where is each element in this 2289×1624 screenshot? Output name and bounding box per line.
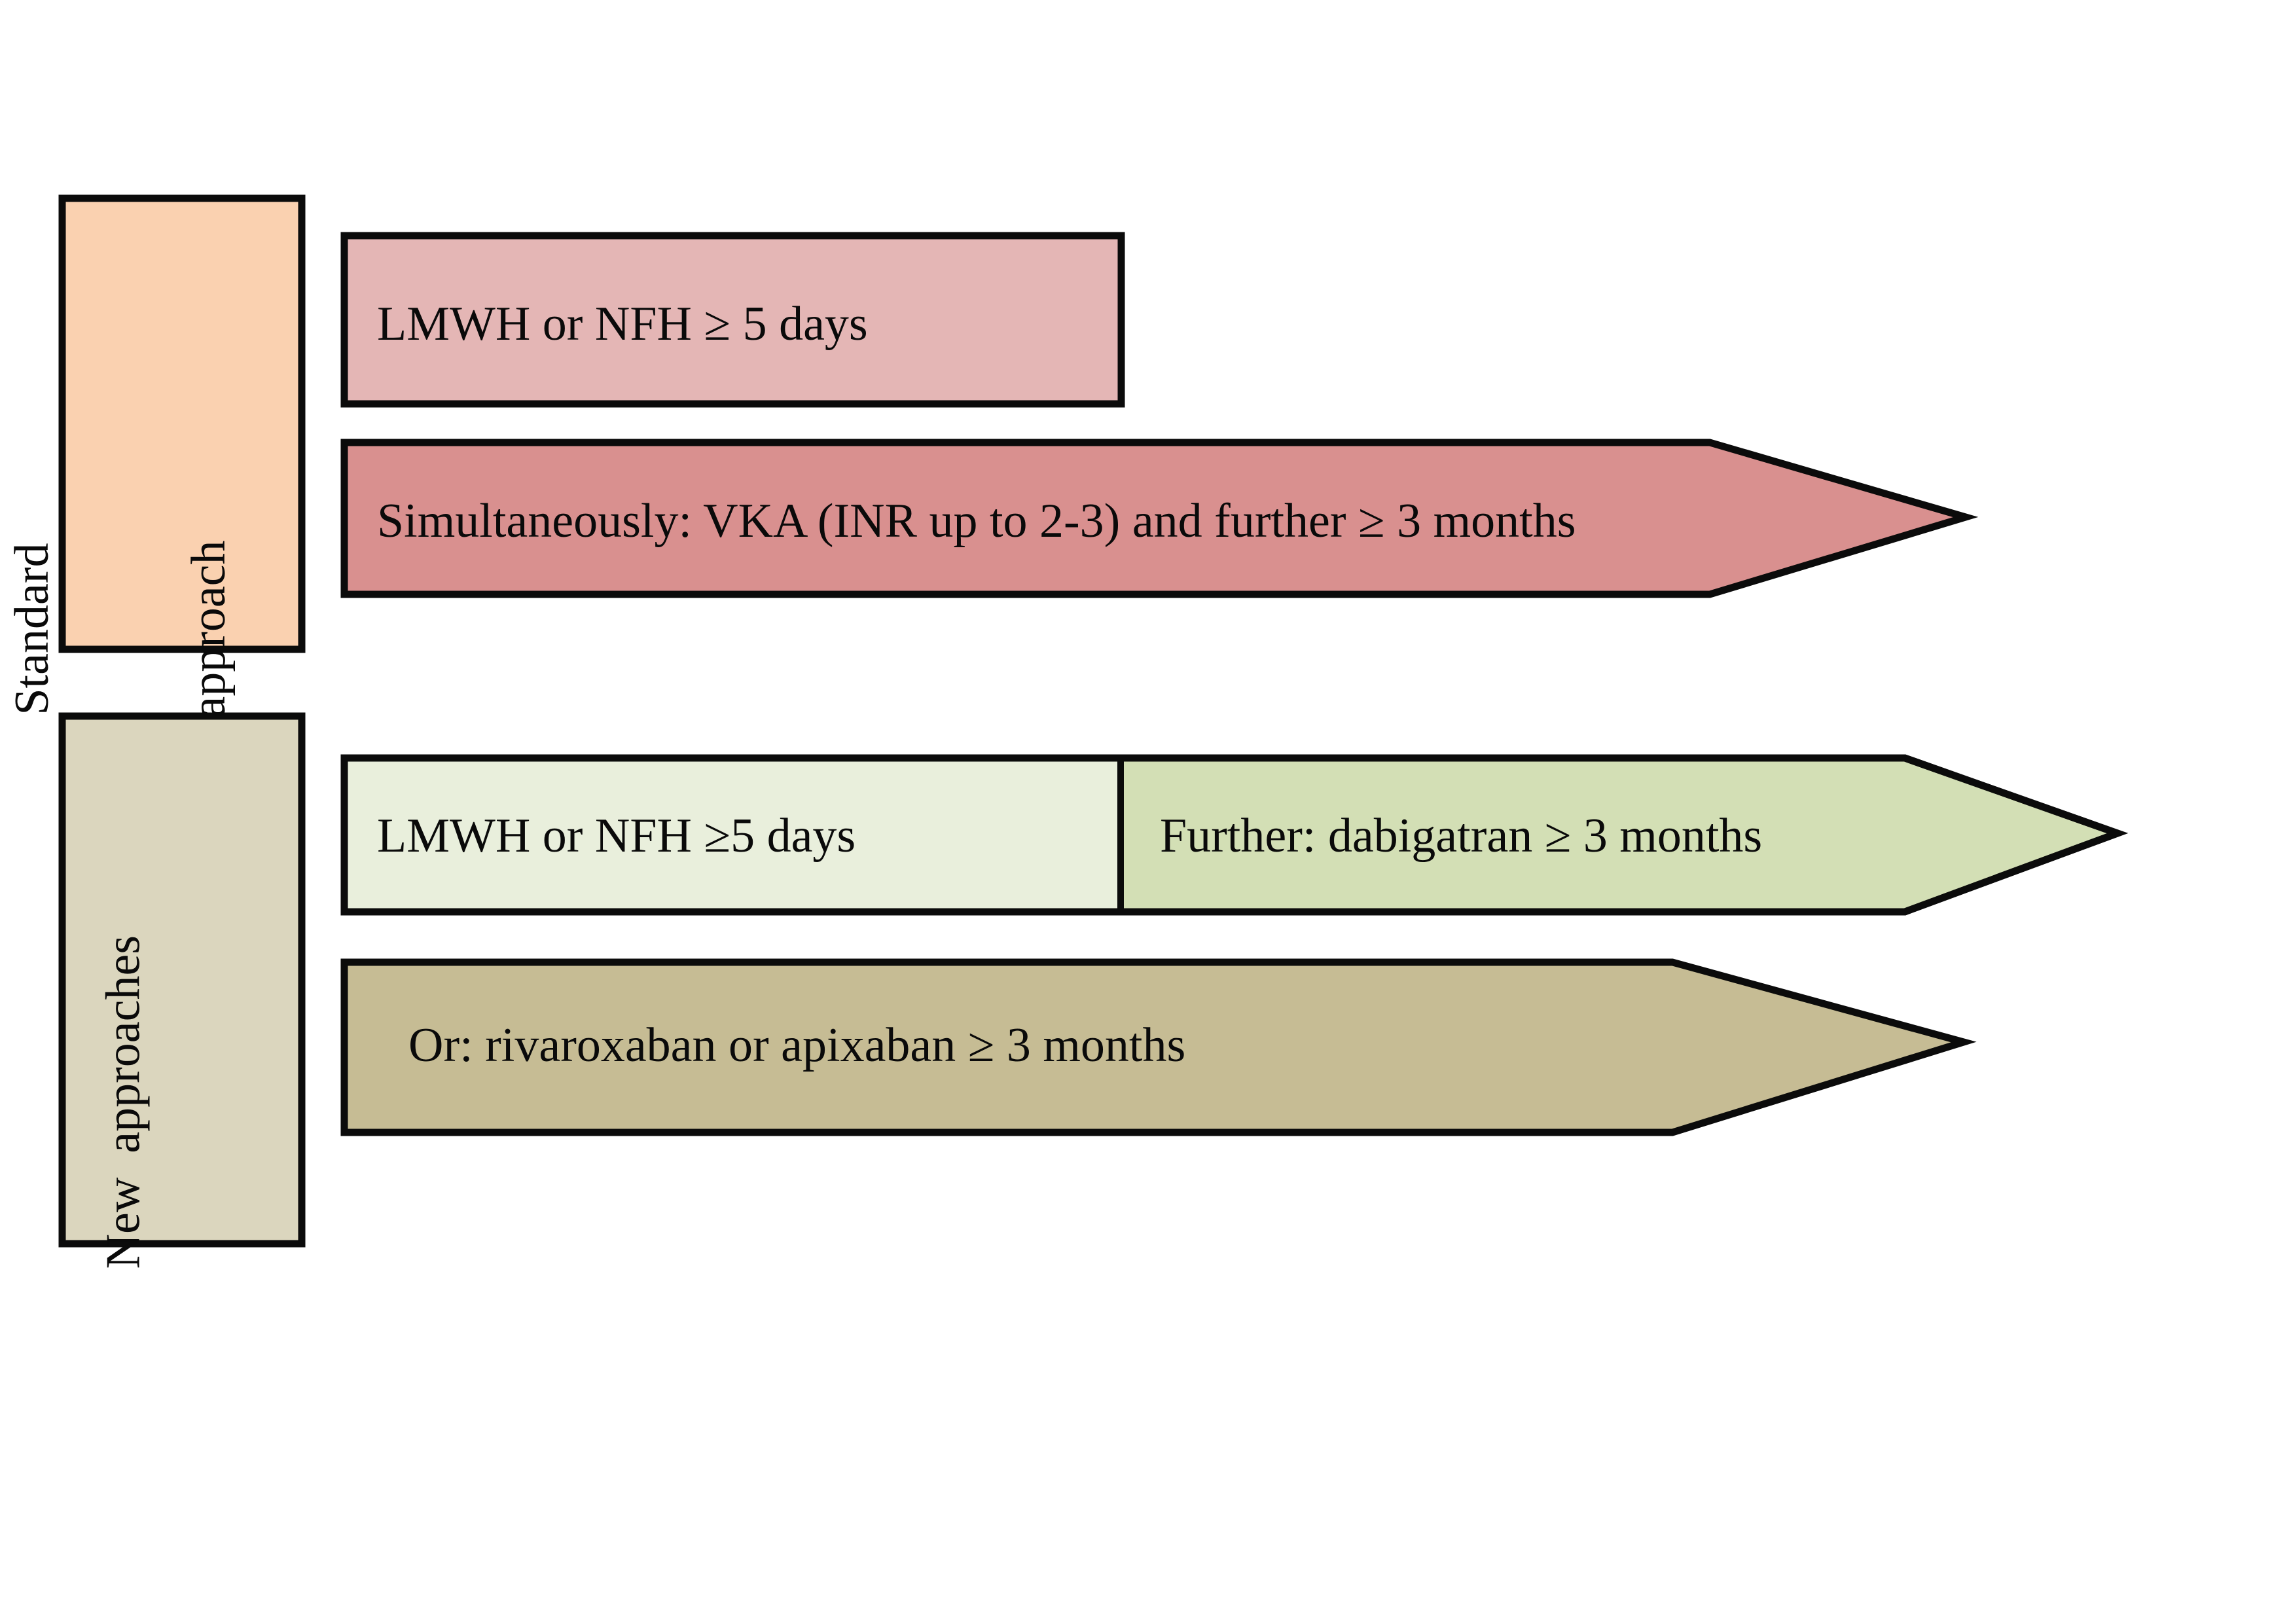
rivaroxaban-apixaban-arrow-shape bbox=[340, 958, 1977, 1136]
standard-approach-label-line2: approach bbox=[182, 540, 236, 718]
lmwh-nfh-standard-text: LMWH or NFH ≥ 5 days bbox=[377, 297, 868, 351]
lmwh-nfh-standard-bar bbox=[340, 232, 1125, 408]
lmwh-nfh-new-text: LMWH or NFH ≥5 days bbox=[377, 809, 856, 863]
vka-inr-arrow-shape bbox=[340, 439, 1979, 598]
new-approaches-label-line1: New approaches bbox=[96, 935, 150, 1269]
vka-inr-arrow-text: Simultaneously: VKA (INR up to 2-3) and … bbox=[377, 494, 1576, 548]
standard-approach-label-line1: Standard bbox=[5, 543, 59, 715]
standard-approach-label: Standard approach bbox=[0, 465, 357, 793]
lmwh-nfh-new-segment-fill bbox=[344, 758, 1121, 912]
new-approaches-label: New approaches bbox=[0, 899, 271, 1305]
standard-approach-label-box bbox=[58, 194, 306, 653]
rivaroxaban-apixaban-arrow-text: Or: rivaroxaban or apixaban ≥ 3 months bbox=[408, 1019, 1186, 1072]
lmwh-dabigatran-arrow-outline-repaint bbox=[340, 754, 2129, 916]
new-approaches-label-box bbox=[58, 712, 306, 1248]
dabigatran-arrow-text: Further: dabigatran ≥ 3 months bbox=[1160, 809, 1763, 863]
